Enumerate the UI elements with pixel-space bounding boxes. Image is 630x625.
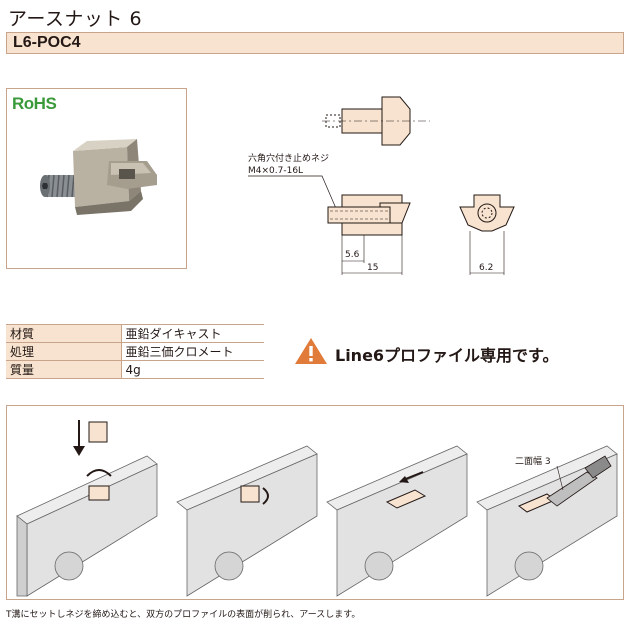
side-view [327, 194, 411, 236]
spec-label: 質量 [6, 360, 121, 379]
spec-value: 亜鉛三価クロメート [120, 342, 264, 361]
product-photo-box: RoHS [6, 88, 187, 269]
warning-icon [295, 338, 327, 364]
callout-line2: M4×0.7-16L [248, 166, 303, 176]
spec-label: 材質 [6, 324, 121, 343]
spec-value: 亜鉛ダイキャスト [120, 324, 264, 343]
spec-table: 材質 亜鉛ダイキャスト 処理 亜鉛三価クロメート 質量 4g [6, 324, 264, 379]
assembly-steps-box: 二面幅 3 [6, 405, 624, 600]
spec-row: 材質 亜鉛ダイキャスト [6, 324, 264, 343]
step-4: 二面幅 3 [476, 445, 618, 597]
callout-line1: 六角穴付き止めネジ [248, 152, 329, 164]
spec-row: 質量 4g [6, 360, 264, 379]
technical-drawing: 六角穴付き止めネジ M4×0.7-16L 5.6 15 6.2 [248, 96, 515, 275]
callout-leader [248, 175, 339, 214]
front-view [459, 194, 515, 232]
top-view [322, 96, 430, 146]
assembly-steps: 二面幅 3 [16, 420, 618, 597]
step-1 [16, 420, 158, 597]
rohs-logo: RoHS [12, 94, 57, 113]
product-photo [40, 139, 157, 215]
dim-lines [341, 235, 403, 275]
spec-row: 処理 亜鉛三価クロメート [6, 342, 264, 361]
model-bar: L6-POC4 [6, 32, 624, 54]
model-number: L6-POC4 [13, 34, 81, 51]
dim-5-6: 5.6 [345, 250, 360, 260]
warning-text: Line6プロファイル専用です。 [335, 346, 559, 365]
spec-label: 処理 [6, 342, 121, 361]
step-2 [176, 445, 318, 597]
caption: T溝にセットしネジを締め込むと、双方のプロファイルの表面が削られ、アースします。 [6, 610, 361, 620]
step-3 [326, 445, 468, 597]
page-title: アースナット 6 [8, 8, 143, 30]
step4-label: 二面幅 3 [515, 455, 551, 467]
dim-6-2: 6.2 [479, 263, 493, 273]
spec-value: 4g [120, 360, 264, 379]
dim-15: 15 [367, 263, 378, 273]
